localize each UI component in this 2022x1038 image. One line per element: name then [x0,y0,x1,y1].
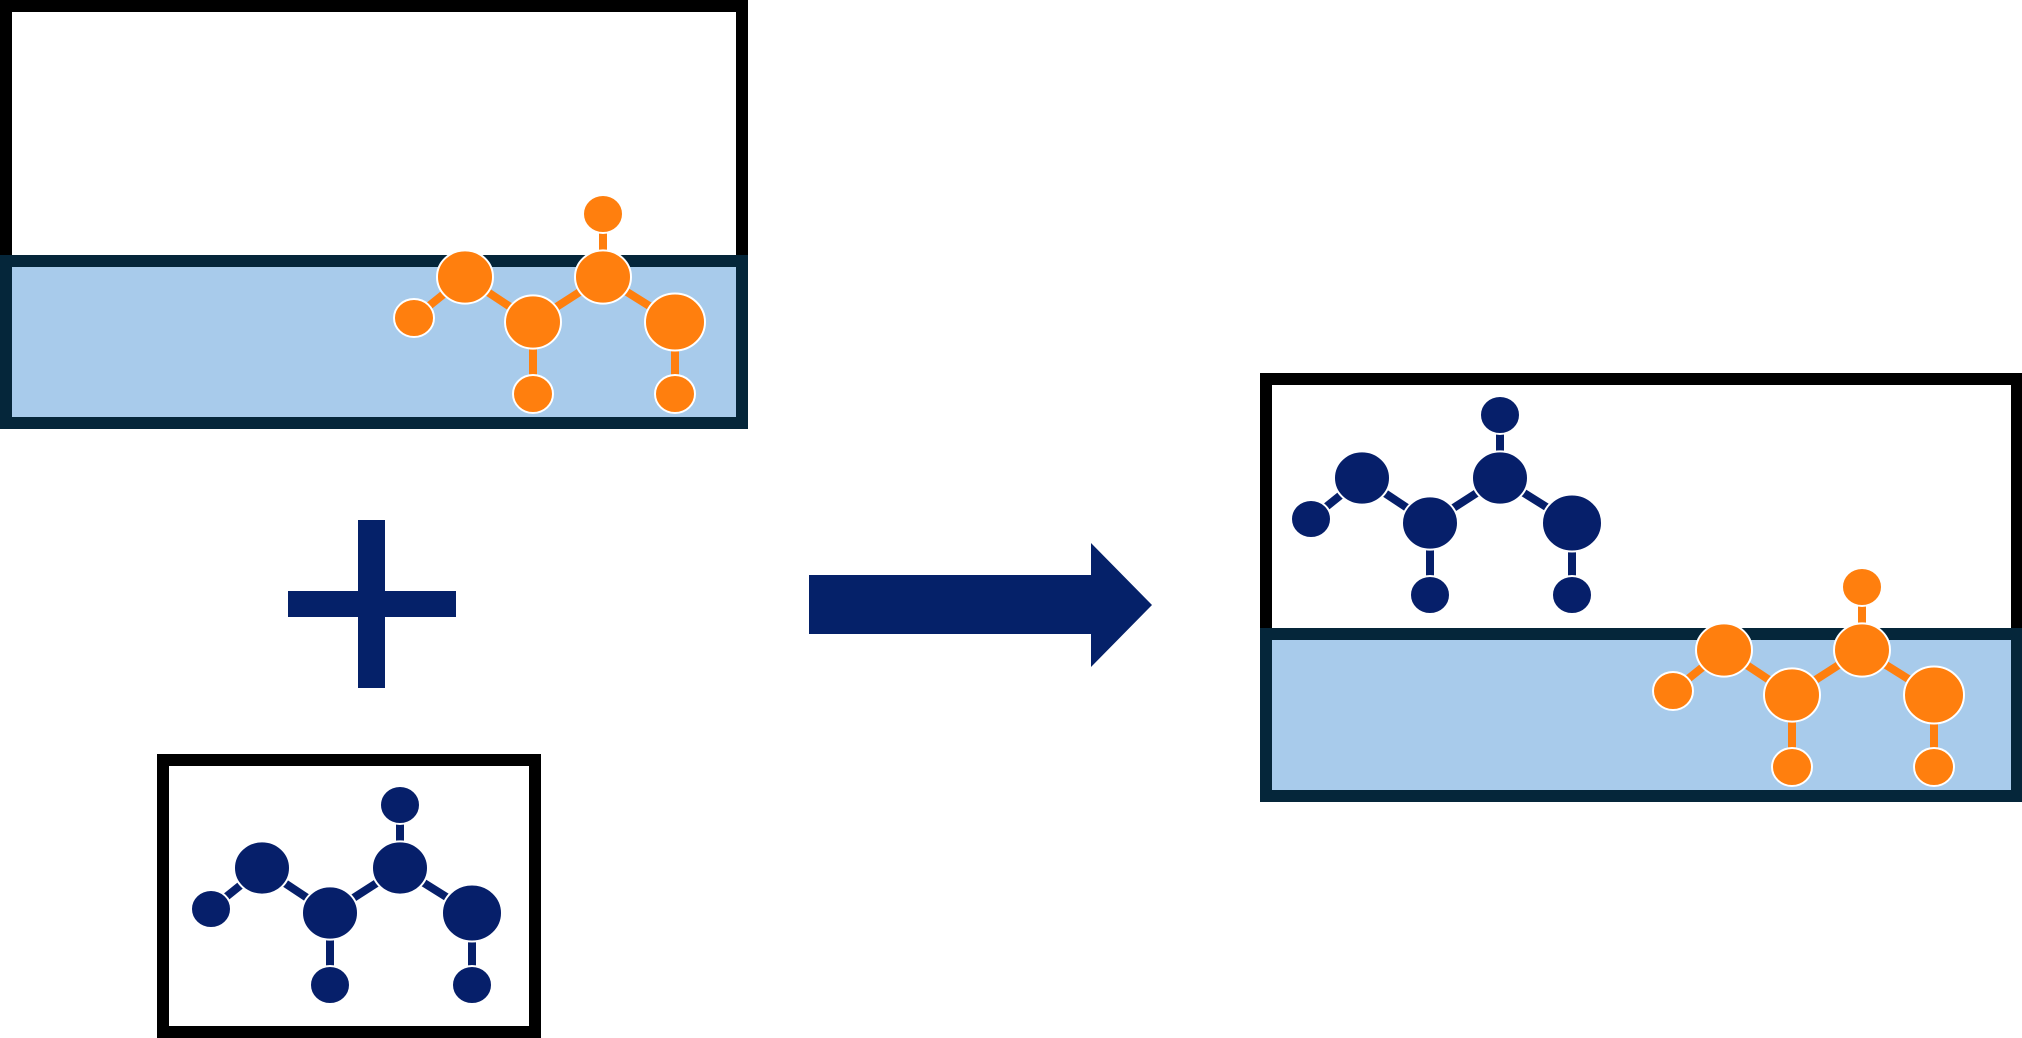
orange-molecule-left-vessel [393,194,706,414]
terminal-atom [1652,671,1694,711]
terminal-atom [393,298,435,338]
atom [1471,450,1529,506]
terminal-atom [190,889,232,929]
product-vessel [1260,373,2022,802]
atom [574,249,632,305]
terminal-atom [1913,747,1955,787]
terminal-atom [512,374,554,414]
navy-molecule-organic-phase [1290,395,1603,615]
navy-molecule-solvent-box [190,785,503,1005]
reactant-vessel [0,0,748,429]
atom [1695,622,1753,678]
atom [441,883,503,943]
atom [1763,667,1821,723]
atom [504,294,562,350]
terminal-atom [451,965,493,1005]
atom [436,249,494,305]
terminal-atom [1290,499,1332,539]
terminal-atom [1771,747,1813,787]
product-vessel-organic-phase [1260,373,2022,640]
plus-sign [288,520,456,688]
terminal-atom [1551,575,1593,615]
orange-molecule-aqueous-phase [1652,567,1965,787]
terminal-atom [379,785,421,825]
atom [1903,665,1965,725]
atom [371,840,429,896]
terminal-atom [1479,395,1521,435]
reactant-vessel-upper-phase [0,0,748,267]
terminal-atom [1841,567,1883,607]
terminal-atom [654,374,696,414]
atom [233,840,291,896]
atom [1541,493,1603,553]
atom [644,292,706,352]
terminal-atom [1409,575,1451,615]
atom [1833,622,1891,678]
product-vessel-aqueous-phase [1260,628,2022,802]
terminal-atom [309,965,351,1005]
atom [1401,495,1459,551]
right-arrow [809,543,1152,667]
terminal-atom [582,194,624,234]
reactant-vessel-aqueous-phase [0,255,748,429]
atom [1333,450,1391,506]
atom [301,885,359,941]
